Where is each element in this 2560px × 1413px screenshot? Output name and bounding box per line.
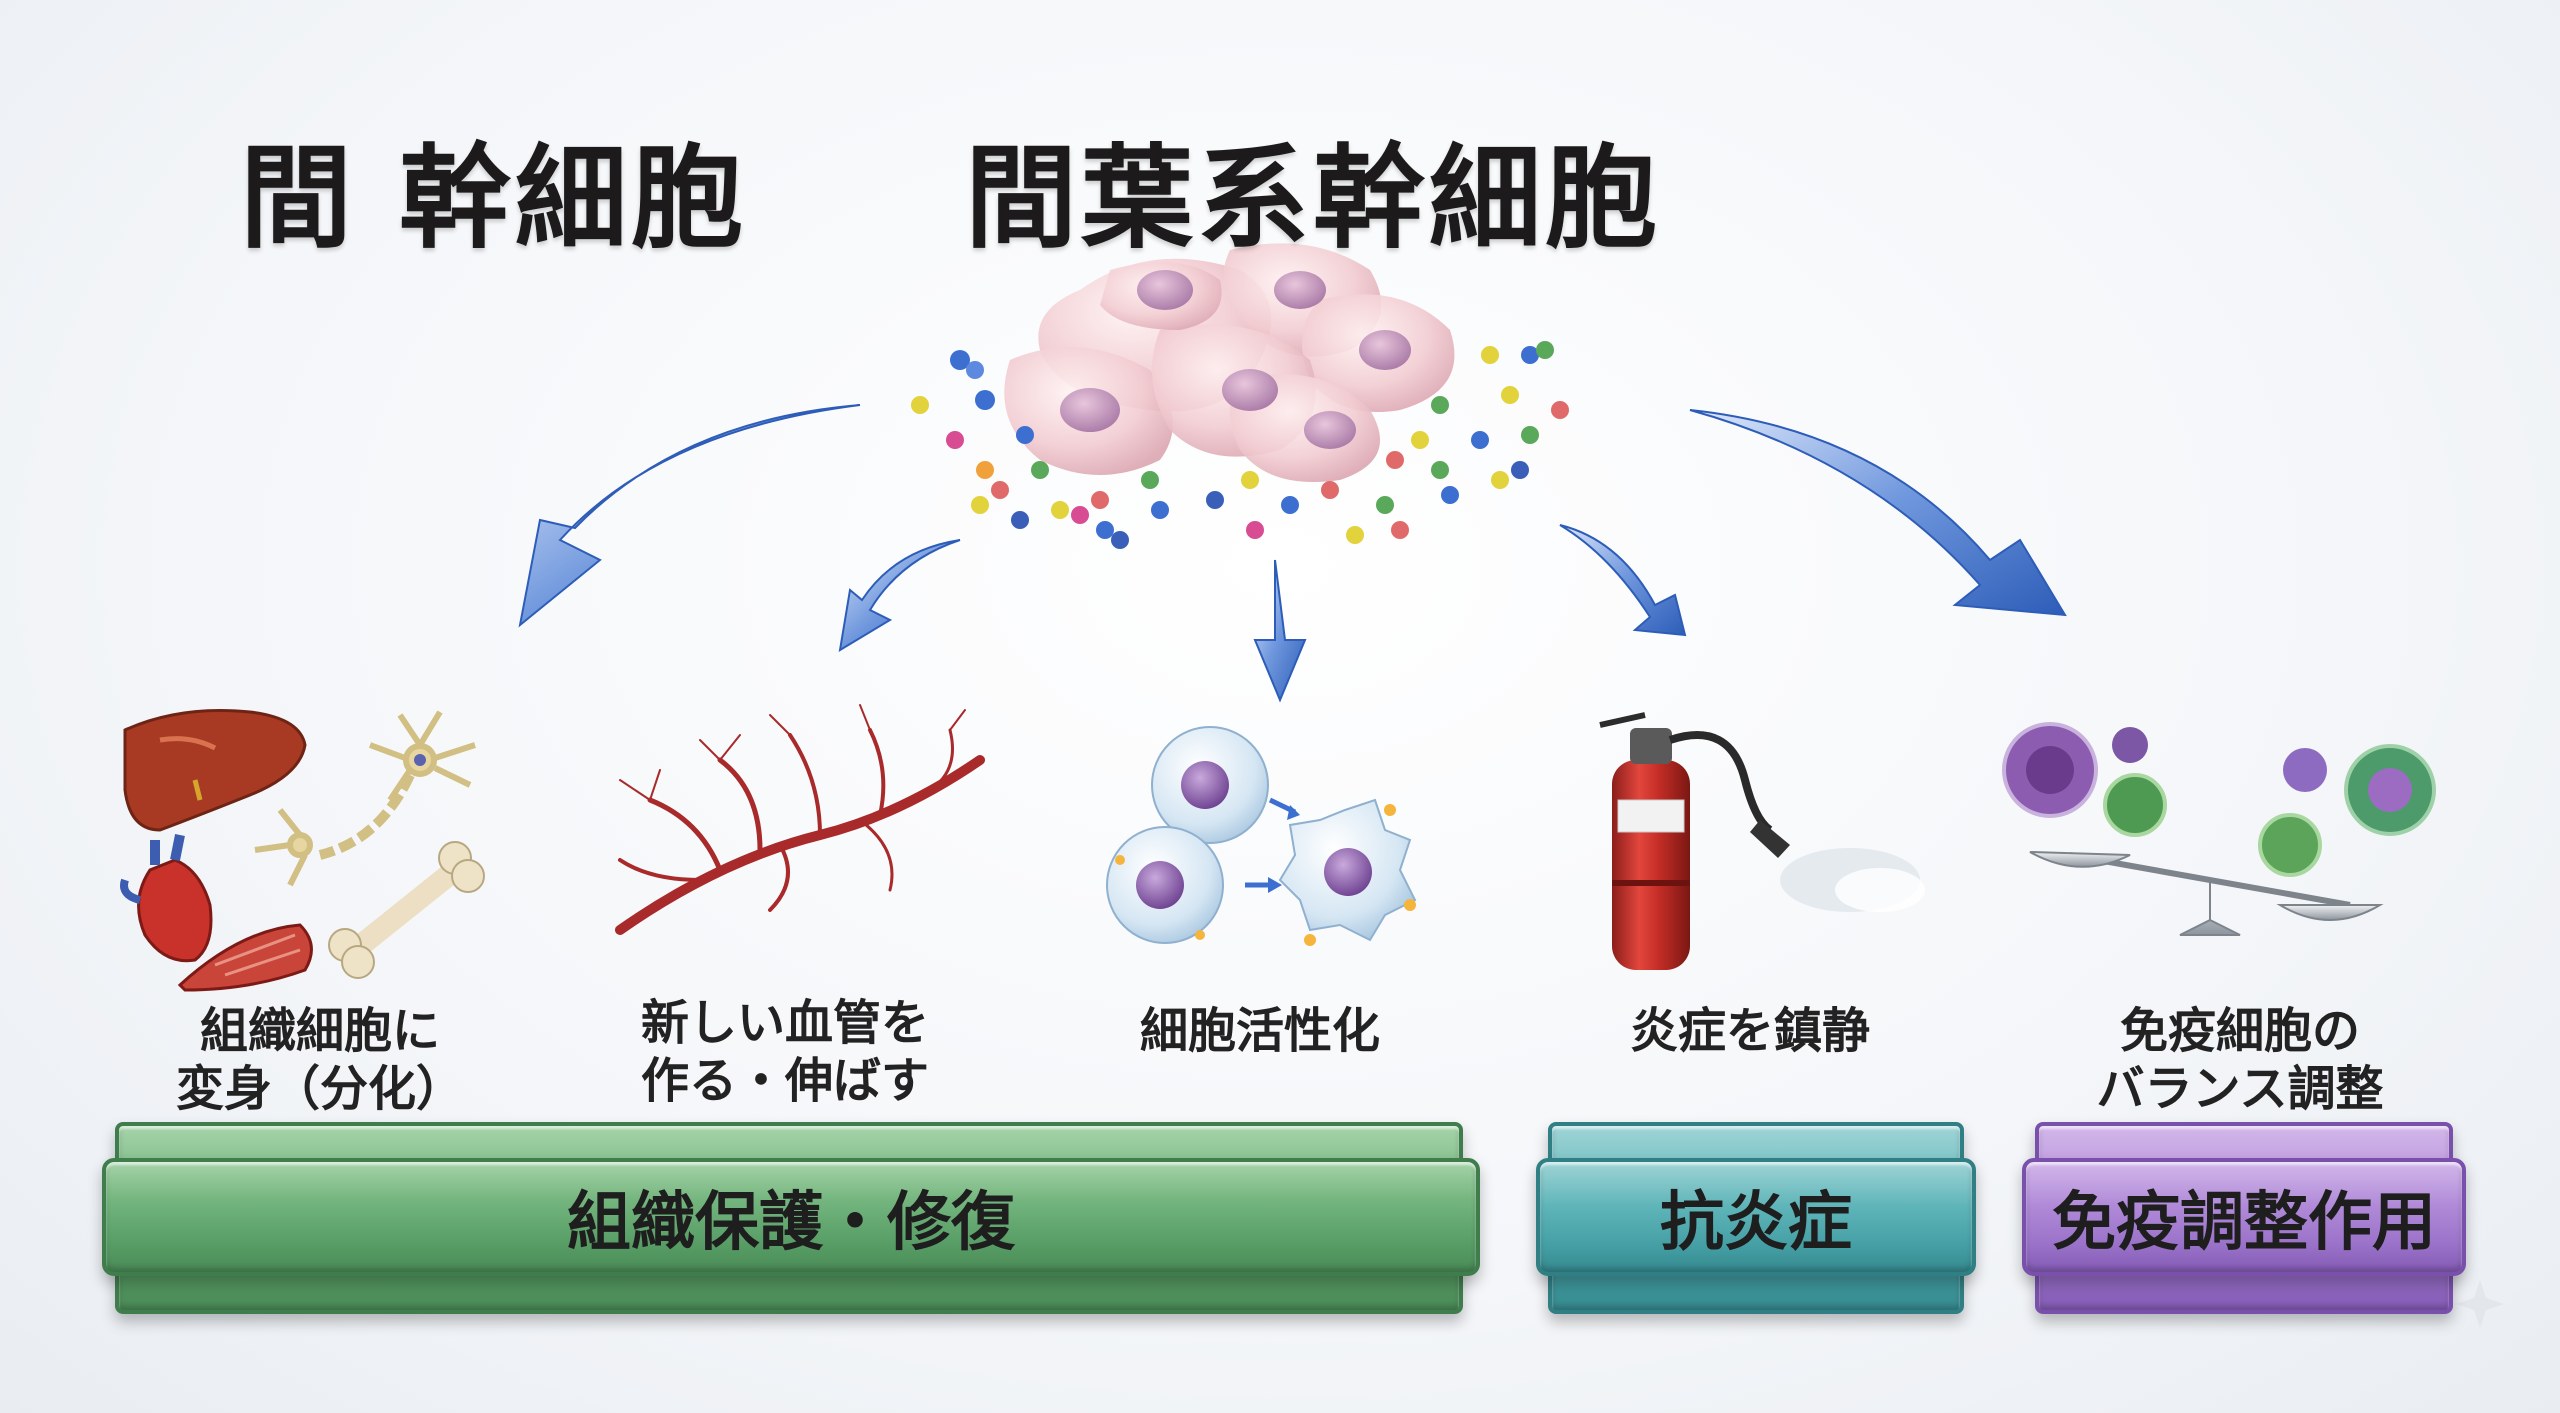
label-differentiation-line1: 組織細胞に [199, 1003, 440, 1059]
fire-extinguisher-icon [1599, 712, 1925, 970]
anti-inflammatory-bar: 抗炎症 [1536, 1158, 1976, 1276]
label-angiogenesis: 新しい血管を 作る・伸ばす [580, 994, 990, 1110]
arrow-to-activation [1253, 559, 1307, 703]
label-immune-balance-line2: バランス調整 [2096, 1061, 2384, 1117]
arrow-to-anti-inflammation [1559, 524, 1687, 637]
main-title: 間葉系幹細胞 [965, 133, 1661, 264]
secreted-factors-icon [911, 341, 1569, 549]
left-title: 間 幹細胞 [240, 133, 747, 264]
label-differentiation-line2: 変身（分化） [175, 1061, 464, 1117]
label-immune-balance-line1: 免疫細胞の [2119, 1003, 2360, 1059]
arrow-to-differentiation [518, 404, 861, 628]
liver-icon [123, 709, 307, 832]
label-activation-line1: 細胞活性化 [1139, 1003, 1380, 1059]
blood-vessel-icon [615, 704, 985, 935]
arrow-to-immune-balance [1689, 409, 2067, 617]
label-differentiation: 組織細胞に 変身（分化） [120, 1002, 520, 1118]
label-angiogenesis-line1: 新しい血管を [640, 995, 929, 1051]
label-activation: 細胞活性化 [1080, 1002, 1440, 1060]
immune-regulation-bar: 免疫調整作用 [2022, 1158, 2466, 1276]
arrow-to-angiogenesis [838, 539, 961, 652]
bone-icon [328, 841, 485, 979]
heart-icon [120, 834, 213, 963]
immune-balance-icon [2002, 722, 2436, 936]
label-anti-inflammation-line1: 炎症を鎮静 [1629, 1003, 1870, 1059]
label-anti-inflammation: 炎症を鎮静 [1570, 1002, 1930, 1060]
stem-cell-cluster-icon [1004, 243, 1455, 482]
cell-activation-icon [1106, 726, 1417, 946]
sparkle-icon [2456, 1280, 2504, 1328]
label-angiogenesis-line2: 作る・伸ばす [640, 1053, 929, 1109]
tissue-repair-bar: 組織保護・修復 [102, 1158, 1480, 1276]
label-immune-balance: 免疫細胞の バランス調整 [2020, 1002, 2460, 1118]
muscle-icon [177, 923, 313, 992]
neuron-icon [254, 710, 476, 887]
